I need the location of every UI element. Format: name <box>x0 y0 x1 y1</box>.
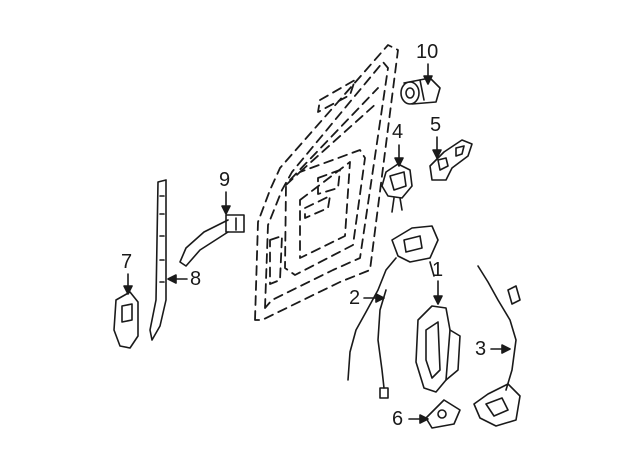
part-8-hinge <box>149 179 167 341</box>
leader-arrow-2 <box>363 293 385 303</box>
leader-arrow-7 <box>123 273 133 295</box>
door-frame-outline <box>254 44 399 321</box>
callout-6: 6 <box>392 408 404 430</box>
leader-arrow-6 <box>408 414 429 424</box>
leader-arrow-10 <box>423 63 433 85</box>
part-4-lock-actuator <box>381 163 413 213</box>
leader-arrow-1 <box>433 280 443 305</box>
part-7-hinge-bracket <box>113 291 139 349</box>
part-9-check-strap <box>179 214 245 267</box>
callout-3: 3 <box>475 338 487 360</box>
callout-10: 10 <box>416 41 439 63</box>
callout-2: 2 <box>349 287 361 309</box>
callout-9: 9 <box>219 169 231 191</box>
leader-arrow-3 <box>490 344 511 354</box>
part-3-rear-latch-and-cable <box>473 265 521 427</box>
callout-8: 8 <box>190 268 202 290</box>
leader-arrow-8 <box>167 274 188 284</box>
callout-5: 5 <box>430 114 442 136</box>
leader-arrow-9 <box>221 191 231 215</box>
leader-arrow-4 <box>394 144 404 167</box>
callout-7: 7 <box>121 251 133 273</box>
part-1-inside-handle <box>415 305 461 393</box>
callout-4: 4 <box>392 121 404 143</box>
part-5-bracket <box>429 139 473 181</box>
part-2-latch-and-rod <box>347 225 439 399</box>
callout-1: 1 <box>432 259 444 281</box>
part-6-small-bracket <box>425 399 461 429</box>
part-10-grommet <box>400 77 441 105</box>
leader-arrow-5 <box>432 136 442 159</box>
